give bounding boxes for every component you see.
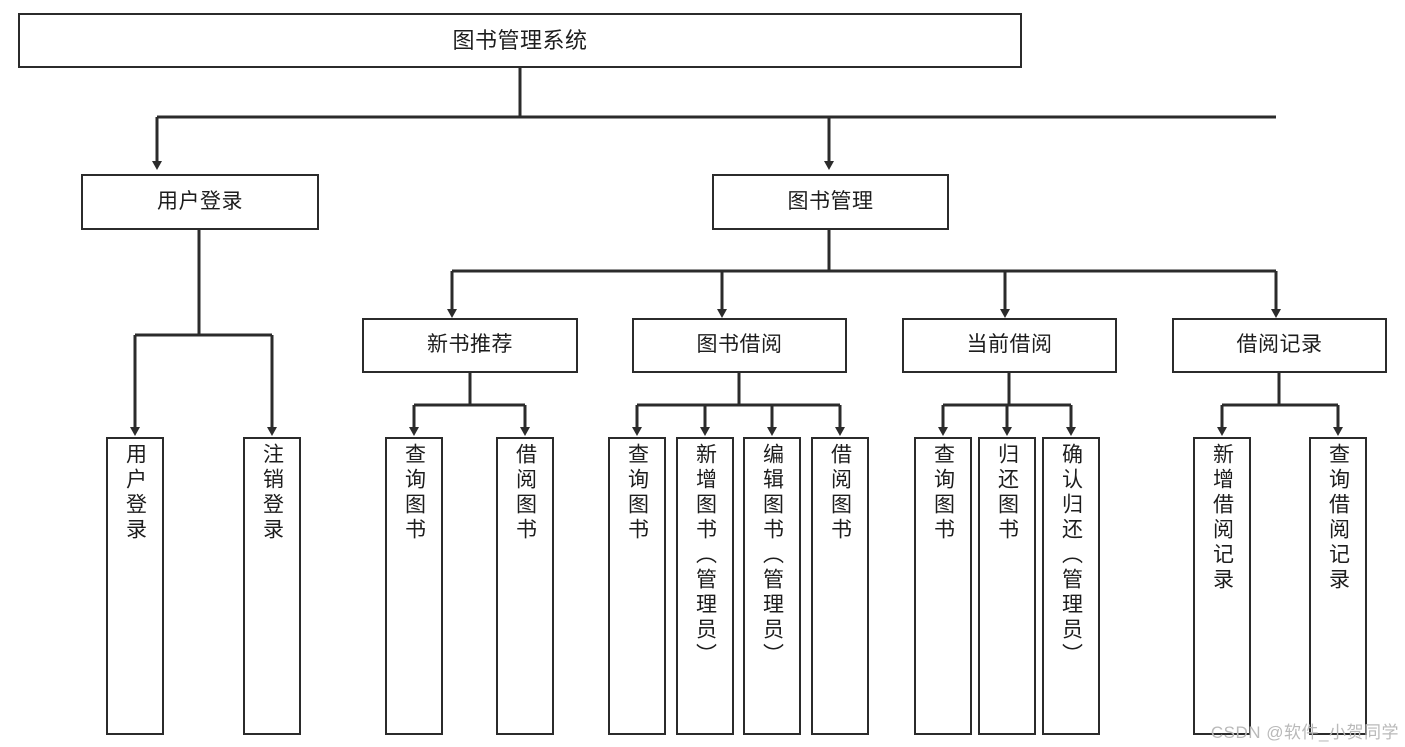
node-label: 借阅记录	[1236, 333, 1323, 357]
leaf-user-login[interactable]: 用户登录	[106, 437, 164, 735]
leaf-logout[interactable]: 注销登录	[243, 437, 301, 735]
node-label: 图书借阅	[696, 333, 783, 357]
node-label: 查询图书	[625, 443, 649, 543]
leaf-confirm-return-admin[interactable]: 确认归还（管理员）	[1042, 437, 1100, 735]
node-book-management[interactable]: 图书管理	[712, 174, 949, 230]
leaf-return-book[interactable]: 归还图书	[978, 437, 1036, 735]
node-label: 用户登录	[157, 189, 243, 213]
node-label: 新增图书（管理员）	[693, 443, 717, 668]
node-label: 图书管理	[787, 189, 874, 213]
leaf-query-book-current[interactable]: 查询图书	[914, 437, 972, 735]
node-label: 用户登录	[123, 443, 147, 543]
node-current-borrow[interactable]: 当前借阅	[902, 318, 1117, 373]
node-label: 新书推荐	[427, 333, 513, 357]
leaf-add-book-admin[interactable]: 新增图书（管理员）	[676, 437, 734, 735]
node-new-book-recommendation[interactable]: 新书推荐	[362, 318, 578, 373]
node-user-login[interactable]: 用户登录	[81, 174, 319, 230]
node-label: 借阅图书	[828, 443, 852, 543]
leaf-borrow-book-recommendation[interactable]: 借阅图书	[496, 437, 554, 735]
node-root-system[interactable]: 图书管理系统	[18, 13, 1022, 68]
node-label: 查询图书	[931, 443, 955, 543]
node-label: 归还图书	[995, 443, 1019, 543]
node-label: 图书管理系统	[452, 27, 588, 53]
leaf-edit-book-admin[interactable]: 编辑图书（管理员）	[743, 437, 801, 735]
node-label: 确认归还（管理员）	[1059, 443, 1083, 668]
node-label: 注销登录	[260, 443, 284, 543]
leaf-query-borrow-record[interactable]: 查询借阅记录	[1309, 437, 1367, 735]
node-borrow-record[interactable]: 借阅记录	[1172, 318, 1387, 373]
leaf-query-book-recommendation[interactable]: 查询图书	[385, 437, 443, 735]
node-label: 新增借阅记录	[1210, 443, 1234, 593]
node-label: 当前借阅	[966, 333, 1053, 357]
leaf-borrow-book[interactable]: 借阅图书	[811, 437, 869, 735]
node-label: 编辑图书（管理员）	[760, 443, 784, 668]
leaf-add-borrow-record[interactable]: 新增借阅记录	[1193, 437, 1251, 735]
node-label: 查询图书	[402, 443, 426, 543]
node-book-borrow[interactable]: 图书借阅	[632, 318, 847, 373]
leaf-query-book-borrow[interactable]: 查询图书	[608, 437, 666, 735]
node-label: 查询借阅记录	[1326, 443, 1350, 593]
node-label: 借阅图书	[513, 443, 537, 543]
